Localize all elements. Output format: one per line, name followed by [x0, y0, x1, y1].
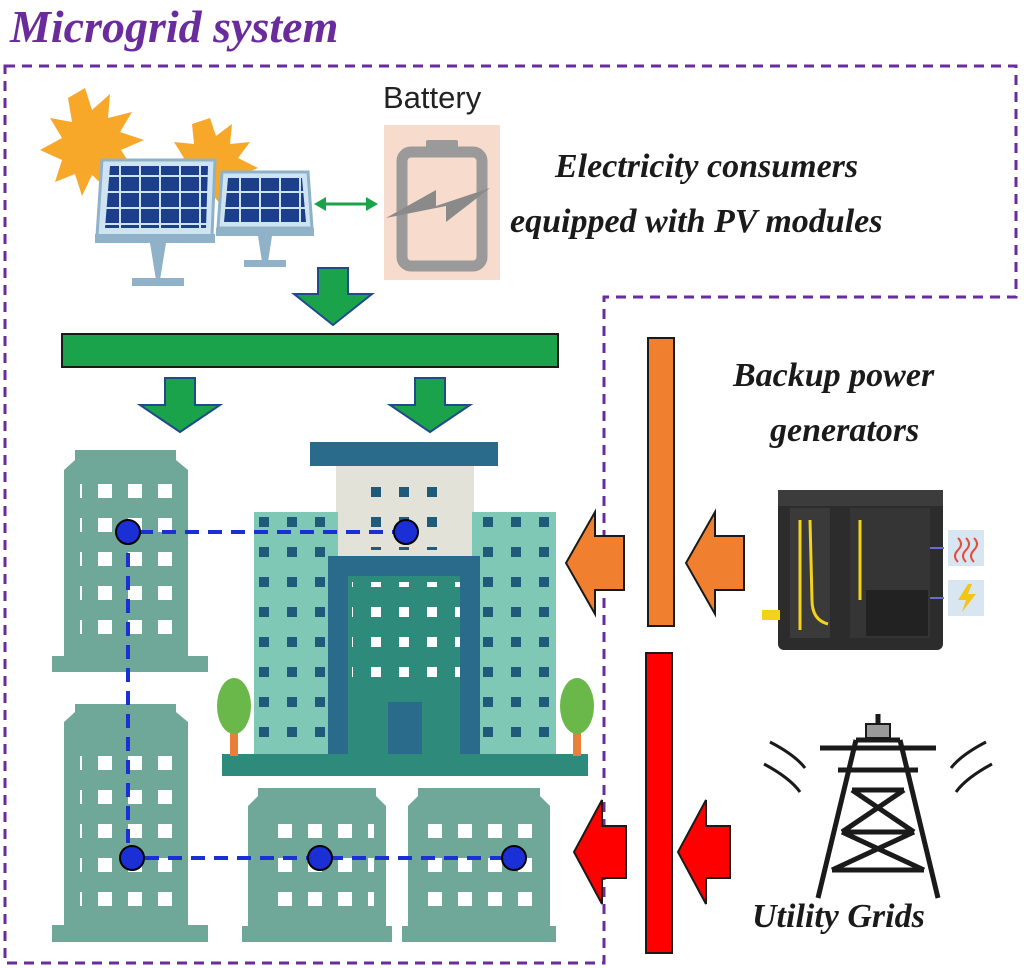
tree-icon — [217, 678, 594, 756]
microgrid-boundary — [3, 64, 1018, 965]
consumers-label-line1: Electricity consumers — [555, 148, 859, 185]
battery-icon — [384, 125, 500, 280]
distribution-network — [115, 519, 527, 871]
transmission-tower-icon — [763, 714, 993, 899]
generator-bus — [647, 337, 675, 627]
pv-down-arrow — [386, 377, 474, 434]
pv-bus — [61, 333, 559, 368]
generator-icon — [762, 490, 984, 650]
grid-arrow — [676, 799, 731, 905]
generator-arrow — [564, 508, 625, 618]
consumers-label-line2: equipped with PV modules — [510, 203, 883, 240]
grid-bus — [645, 652, 673, 954]
pv-battery-arrow — [314, 197, 378, 211]
utility-grids-label: Utility Grids — [752, 898, 925, 935]
building-icon — [222, 442, 588, 776]
pv-down-arrow — [136, 377, 224, 434]
building-icon — [402, 788, 556, 942]
backup-label-line2: generators — [770, 412, 920, 449]
generator-arrow — [684, 508, 745, 618]
pv-down-arrow — [291, 267, 375, 327]
building-icon — [52, 704, 208, 942]
backup-label-line1: Backup power — [733, 357, 935, 394]
solar-panel-icon — [95, 158, 314, 286]
battery-label: Battery — [383, 80, 482, 115]
diagram-title: Microgrid system — [10, 1, 339, 52]
grid-arrow — [572, 799, 627, 905]
